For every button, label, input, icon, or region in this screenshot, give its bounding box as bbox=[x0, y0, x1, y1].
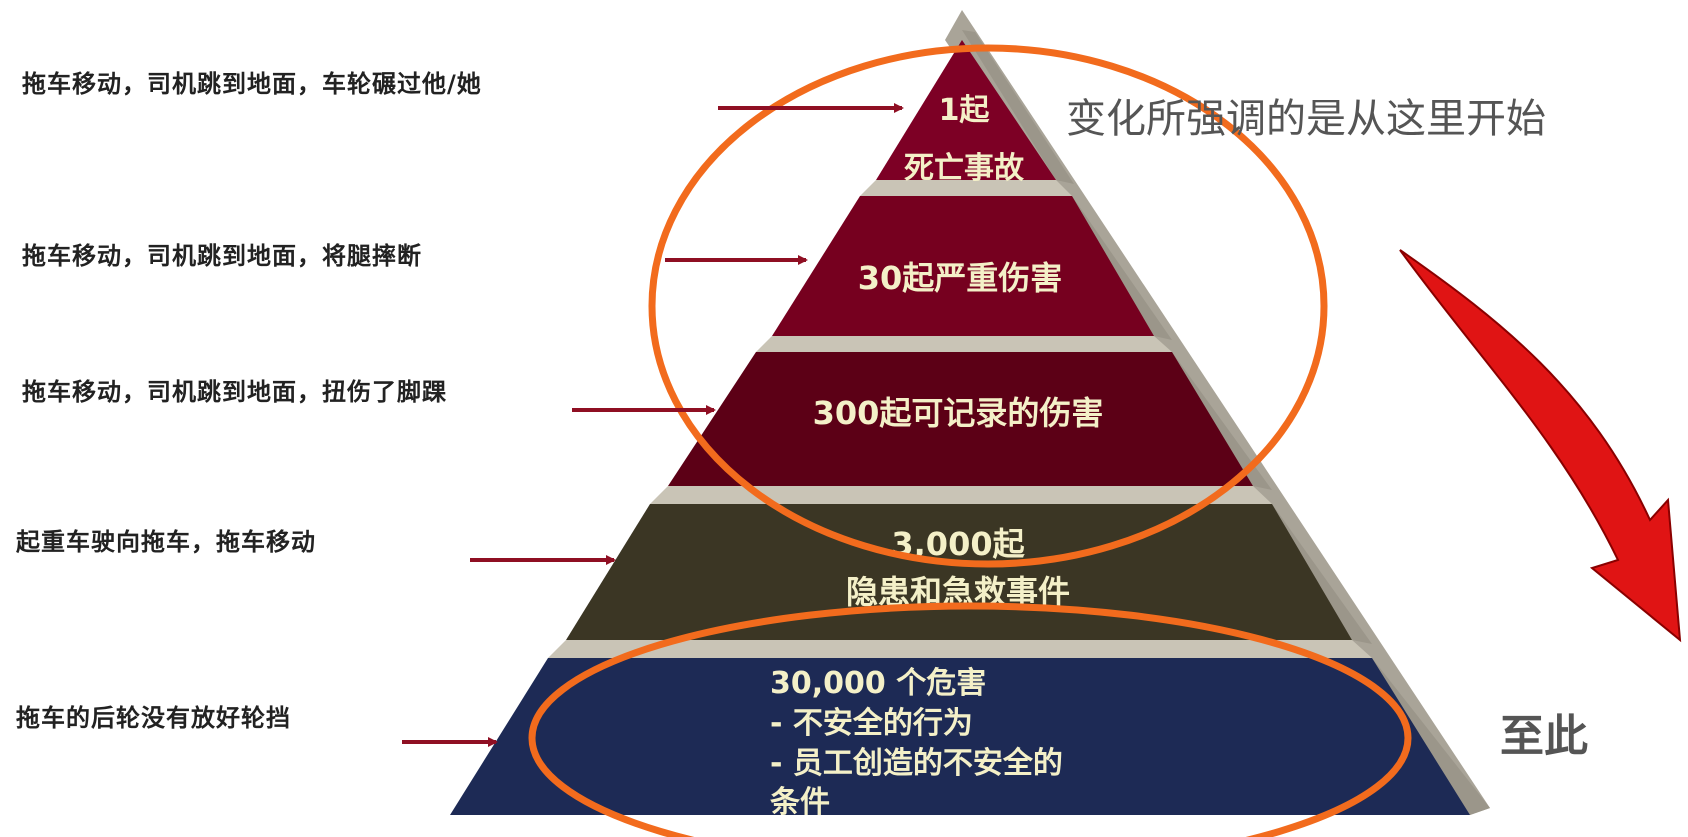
tier-hazard-line-1: 30,000 个危害 bbox=[770, 666, 986, 701]
tier-fatality bbox=[876, 40, 1056, 180]
top-highlight-oval bbox=[648, 44, 1328, 568]
tier-serious-injury-label: 30起严重伤害 bbox=[858, 259, 1063, 297]
tier-hazard-line-2: - 不安全的行为 bbox=[770, 706, 973, 741]
ledge-4 bbox=[548, 640, 1372, 658]
tier-fatality-count: 1起 bbox=[939, 93, 991, 128]
ledge-1 bbox=[860, 180, 1072, 196]
tier-hazard bbox=[450, 658, 1470, 815]
curved-down-arrow-icon bbox=[1399, 249, 1682, 643]
tier-serious-injury bbox=[772, 196, 1154, 336]
cause-recordable-injury: 拖车移动，司机跳到地面，扭伤了脚踝 bbox=[22, 378, 447, 406]
bottom-note: 至此 bbox=[1500, 711, 1588, 762]
tier-near-miss bbox=[566, 504, 1352, 640]
cause-near-miss: 起重车驶向拖车，拖车移动 bbox=[16, 528, 316, 556]
tier-fatality-label: 死亡事故 bbox=[904, 151, 1025, 186]
tier-recordable-injury-label: 300起可记录的伤害 bbox=[813, 394, 1104, 432]
cause-serious-injury: 拖车移动，司机跳到地面，将腿摔断 bbox=[22, 242, 422, 270]
cause-fatality: 拖车移动，司机跳到地面，车轮碾过他/她 bbox=[22, 70, 482, 98]
tier-recordable-injury bbox=[668, 352, 1253, 486]
ledge-2 bbox=[756, 336, 1172, 352]
top-note: 变化所强调的是从这里开始 bbox=[1066, 96, 1546, 142]
cause-hazard: 拖车的后轮没有放好轮挡 bbox=[16, 704, 291, 732]
tier-hazard-line-3: - 员工创造的不安全的 bbox=[770, 746, 1063, 781]
ledge-3 bbox=[650, 486, 1272, 504]
tier-hazard-line-4: 条件 bbox=[770, 785, 830, 820]
tier-1-side bbox=[962, 30, 1074, 184]
bottom-highlight-oval bbox=[528, 602, 1412, 837]
